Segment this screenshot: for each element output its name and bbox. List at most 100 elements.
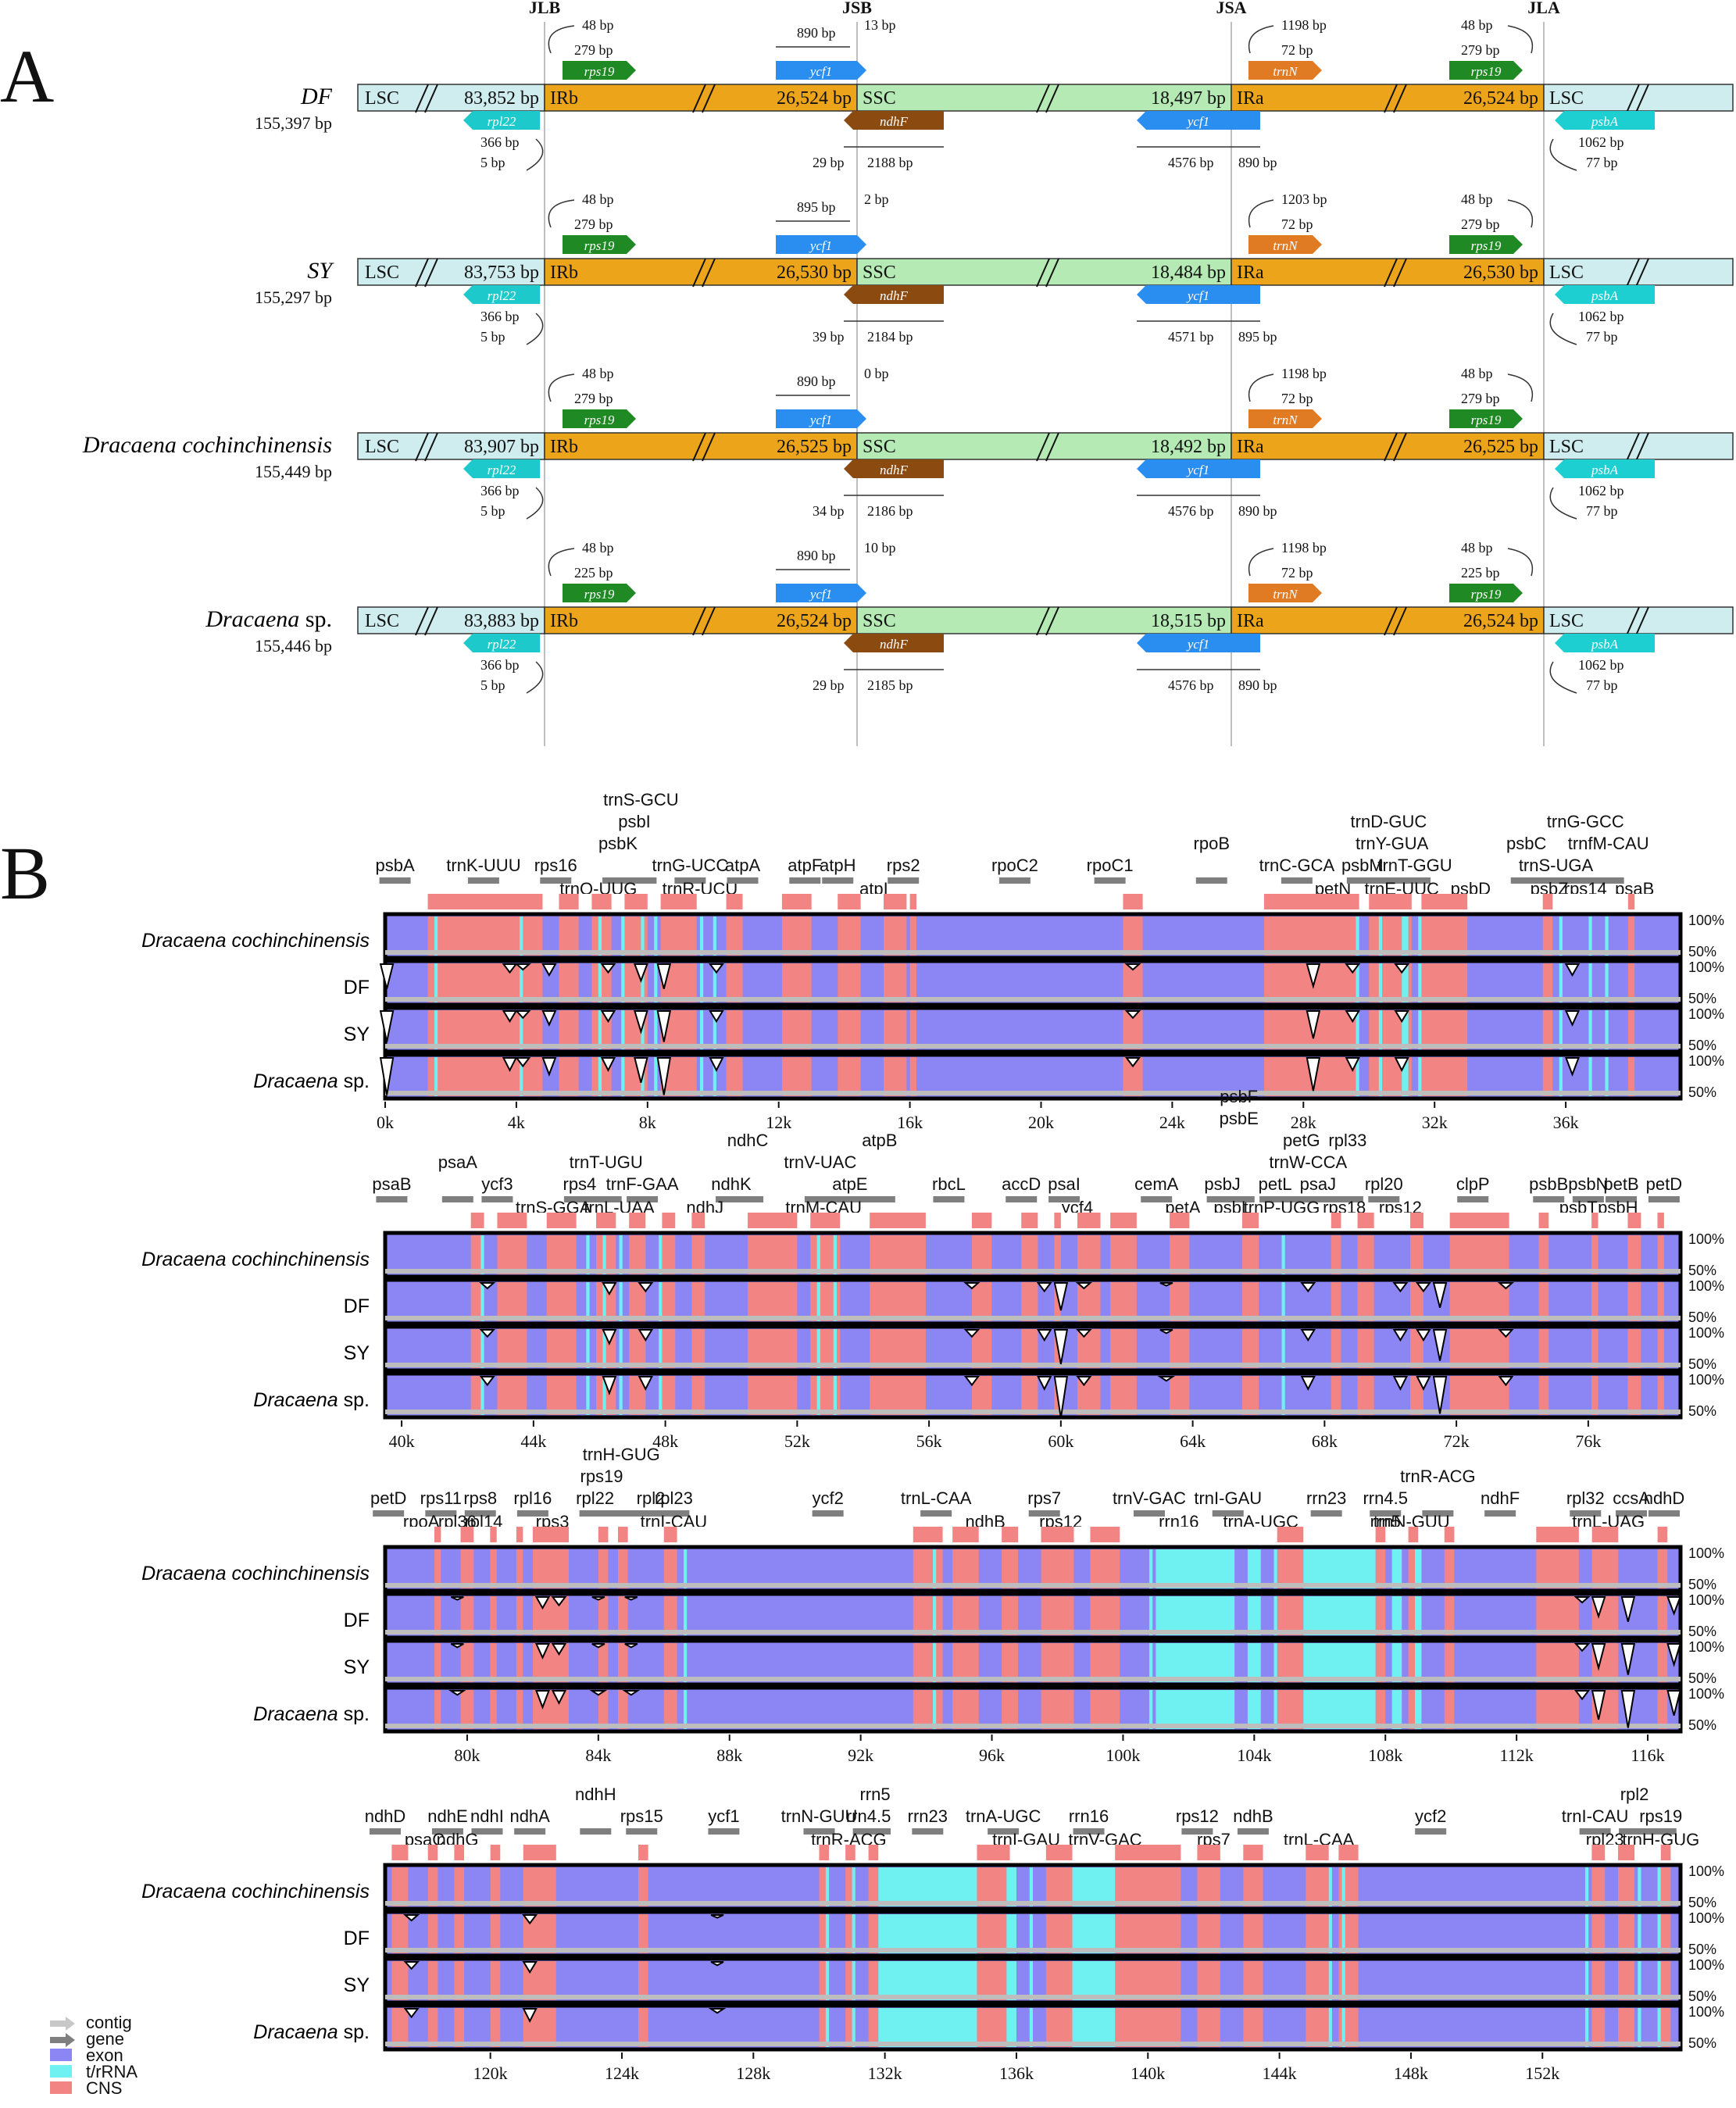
cns-band <box>952 1527 979 1542</box>
divergence-dip <box>1432 1282 1448 1308</box>
gene-label: petD <box>1646 1174 1682 1194</box>
trna-band <box>878 2008 977 2047</box>
break-mark <box>1036 84 1050 113</box>
cns-band <box>781 916 812 956</box>
trna-band <box>1588 1057 1592 1096</box>
cns-band <box>1331 1282 1341 1321</box>
gene-label: rps15 <box>620 1806 663 1826</box>
trna-band <box>1006 1961 1016 2000</box>
cns-band <box>1444 1690 1455 1729</box>
ndhF-gene-label: ndhF <box>880 288 909 303</box>
cns-band <box>1090 1596 1120 1635</box>
trna-band <box>1605 963 1609 1002</box>
pct-top: 100% <box>1688 1325 1724 1341</box>
gene-label: rpoC1 <box>1087 856 1134 875</box>
break-mark <box>1036 258 1050 288</box>
gene-label: rrn23 <box>1306 1488 1346 1508</box>
cns-band <box>726 894 743 909</box>
break-mark <box>692 432 706 462</box>
divergence-dip <box>551 1690 567 1706</box>
cns-band <box>1338 1845 1359 1860</box>
break-mark <box>1393 258 1407 288</box>
psbA-gene <box>1555 634 1655 652</box>
junction-label: JLB <box>529 0 561 17</box>
cns-band <box>1627 1329 1641 1368</box>
gene-label: rpl23 <box>655 1488 693 1508</box>
region-label: LSC <box>365 263 399 283</box>
cns-band <box>884 1010 907 1049</box>
axis-tick-label: 100k <box>1106 1745 1140 1765</box>
trna-band <box>1584 1914 1589 1953</box>
cns-band <box>1410 1282 1423 1321</box>
trna-band <box>1657 2008 1661 2047</box>
trna-band <box>1006 2008 1016 2047</box>
divergence-dip <box>450 1596 464 1601</box>
gene-label: ndhA <box>509 1806 550 1826</box>
cns-band <box>913 1643 943 1682</box>
track-name: Dracaena sp. <box>253 2021 370 2043</box>
cns-band <box>870 1235 926 1274</box>
cns-band <box>1657 1527 1668 1542</box>
gene-label: ndhB <box>1233 1806 1273 1826</box>
length-annotation: 5 bp <box>480 503 505 519</box>
axis-tick-label: 12k <box>766 1113 791 1132</box>
trna-band <box>654 1010 658 1049</box>
trna-band <box>1584 1867 1589 1906</box>
rpl22-gene-label: rpl22 <box>488 114 516 129</box>
length-annotation: 895 bp <box>797 199 836 215</box>
ycf1-gene <box>1137 634 1260 652</box>
cns-band <box>1591 1914 1606 1953</box>
divergence-dip <box>1573 1643 1591 1652</box>
trna-band <box>520 1010 523 1049</box>
divergence-dip <box>1564 1010 1581 1027</box>
trna-band <box>1584 2008 1589 2047</box>
curve-arrow <box>1507 199 1534 228</box>
gene-label: rrn4.5 <box>1363 1488 1407 1508</box>
trna-band <box>1281 1376 1285 1415</box>
trna-band <box>1418 963 1422 1002</box>
trna-band <box>1072 1867 1116 1906</box>
cns-band <box>1410 1235 1423 1274</box>
contig-arrow <box>385 1363 1681 1367</box>
cns-band <box>1090 1690 1120 1729</box>
rps19-gene-label: rps19 <box>1471 64 1502 79</box>
trna-band <box>852 1961 855 2000</box>
cns-band <box>1536 1690 1579 1729</box>
cns-band <box>884 916 907 956</box>
length-annotation: 2 bp <box>864 191 889 207</box>
gene-label: cemA <box>1134 1174 1179 1194</box>
cns-band <box>1375 1596 1386 1635</box>
length-annotation: 72 bp <box>1281 391 1313 406</box>
rps19-gene-label: rps19 <box>1471 238 1502 253</box>
cns-band <box>1277 1643 1304 1682</box>
divergence-dip <box>1392 1282 1409 1293</box>
length-annotation: 48 bp <box>1461 17 1493 33</box>
length-annotation: 39 bp <box>813 329 845 345</box>
cns-band <box>913 1549 943 1588</box>
curve-arrow <box>1507 373 1534 402</box>
cns-band <box>454 1867 464 1906</box>
divergence-dip <box>624 1643 638 1649</box>
divergence-dip <box>710 1914 724 1919</box>
cns-band <box>1627 1057 1635 1096</box>
cns-band <box>427 1845 438 1860</box>
cns-band <box>598 1643 609 1682</box>
cns-band <box>497 1235 527 1274</box>
cns-band <box>1538 1329 1549 1368</box>
trna-band <box>1006 1914 1016 1953</box>
cns-band <box>1536 1527 1579 1542</box>
cns-band <box>1002 1643 1019 1682</box>
trnN-gene <box>1248 235 1322 254</box>
gene-label: rrn16 <box>1069 1806 1109 1826</box>
cns-band <box>1542 894 1553 909</box>
curve-arrow <box>548 373 575 402</box>
track-name: Dracaena sp. <box>253 1703 370 1725</box>
gene-label: rpoC2 <box>991 856 1038 875</box>
divergence-dip <box>708 963 724 974</box>
trna-band <box>641 916 645 956</box>
divergence-dip <box>600 1057 616 1073</box>
cns-band <box>523 1845 556 1860</box>
trna-band <box>1328 1961 1332 2000</box>
panel-label-b: B <box>0 831 50 915</box>
trna-band <box>619 1282 623 1321</box>
